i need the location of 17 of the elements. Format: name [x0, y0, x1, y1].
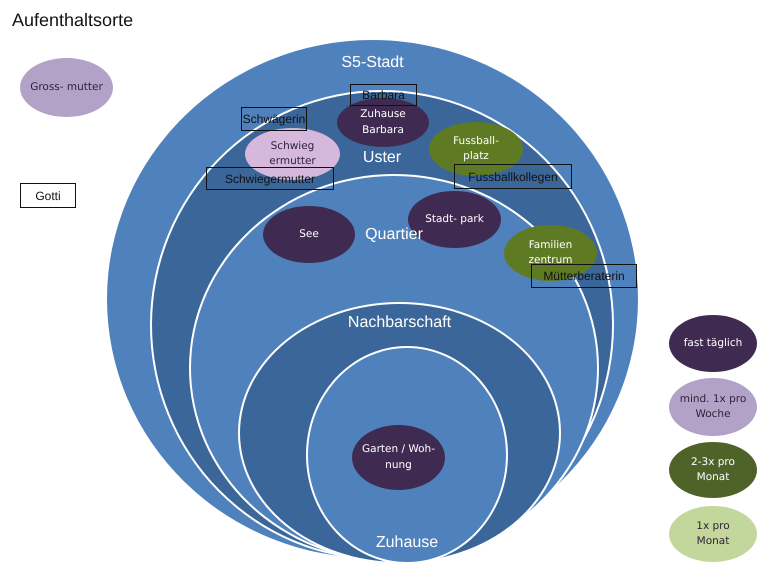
person-label: Barbara — [350, 84, 417, 106]
legend-item: fast täglich — [669, 315, 757, 372]
place-ellipse: Garten / Woh- nung — [352, 425, 445, 490]
area-label: Nachbarschaft — [348, 314, 452, 332]
legend-item: mind. 1x pro Woche — [669, 378, 757, 436]
legend-item: 2-3x pro Monat — [669, 442, 757, 498]
area-label: Uster — [362, 149, 402, 167]
place-ellipse: Gross- mutter — [20, 58, 113, 117]
person-label: Gotti — [20, 183, 76, 208]
person-label: Fussballkollegen — [454, 164, 572, 189]
area-label: Zuhause — [376, 534, 438, 552]
place-ellipse: Zuhause Barbara — [337, 98, 429, 147]
person-label: Schwiegermutter — [206, 167, 334, 190]
place-ellipse: See — [263, 206, 355, 263]
legend-item: 1x pro Monat — [669, 506, 757, 562]
area-label: S5-Stadt — [341, 54, 404, 72]
diagram-title: Aufenthaltsorte — [12, 10, 134, 31]
